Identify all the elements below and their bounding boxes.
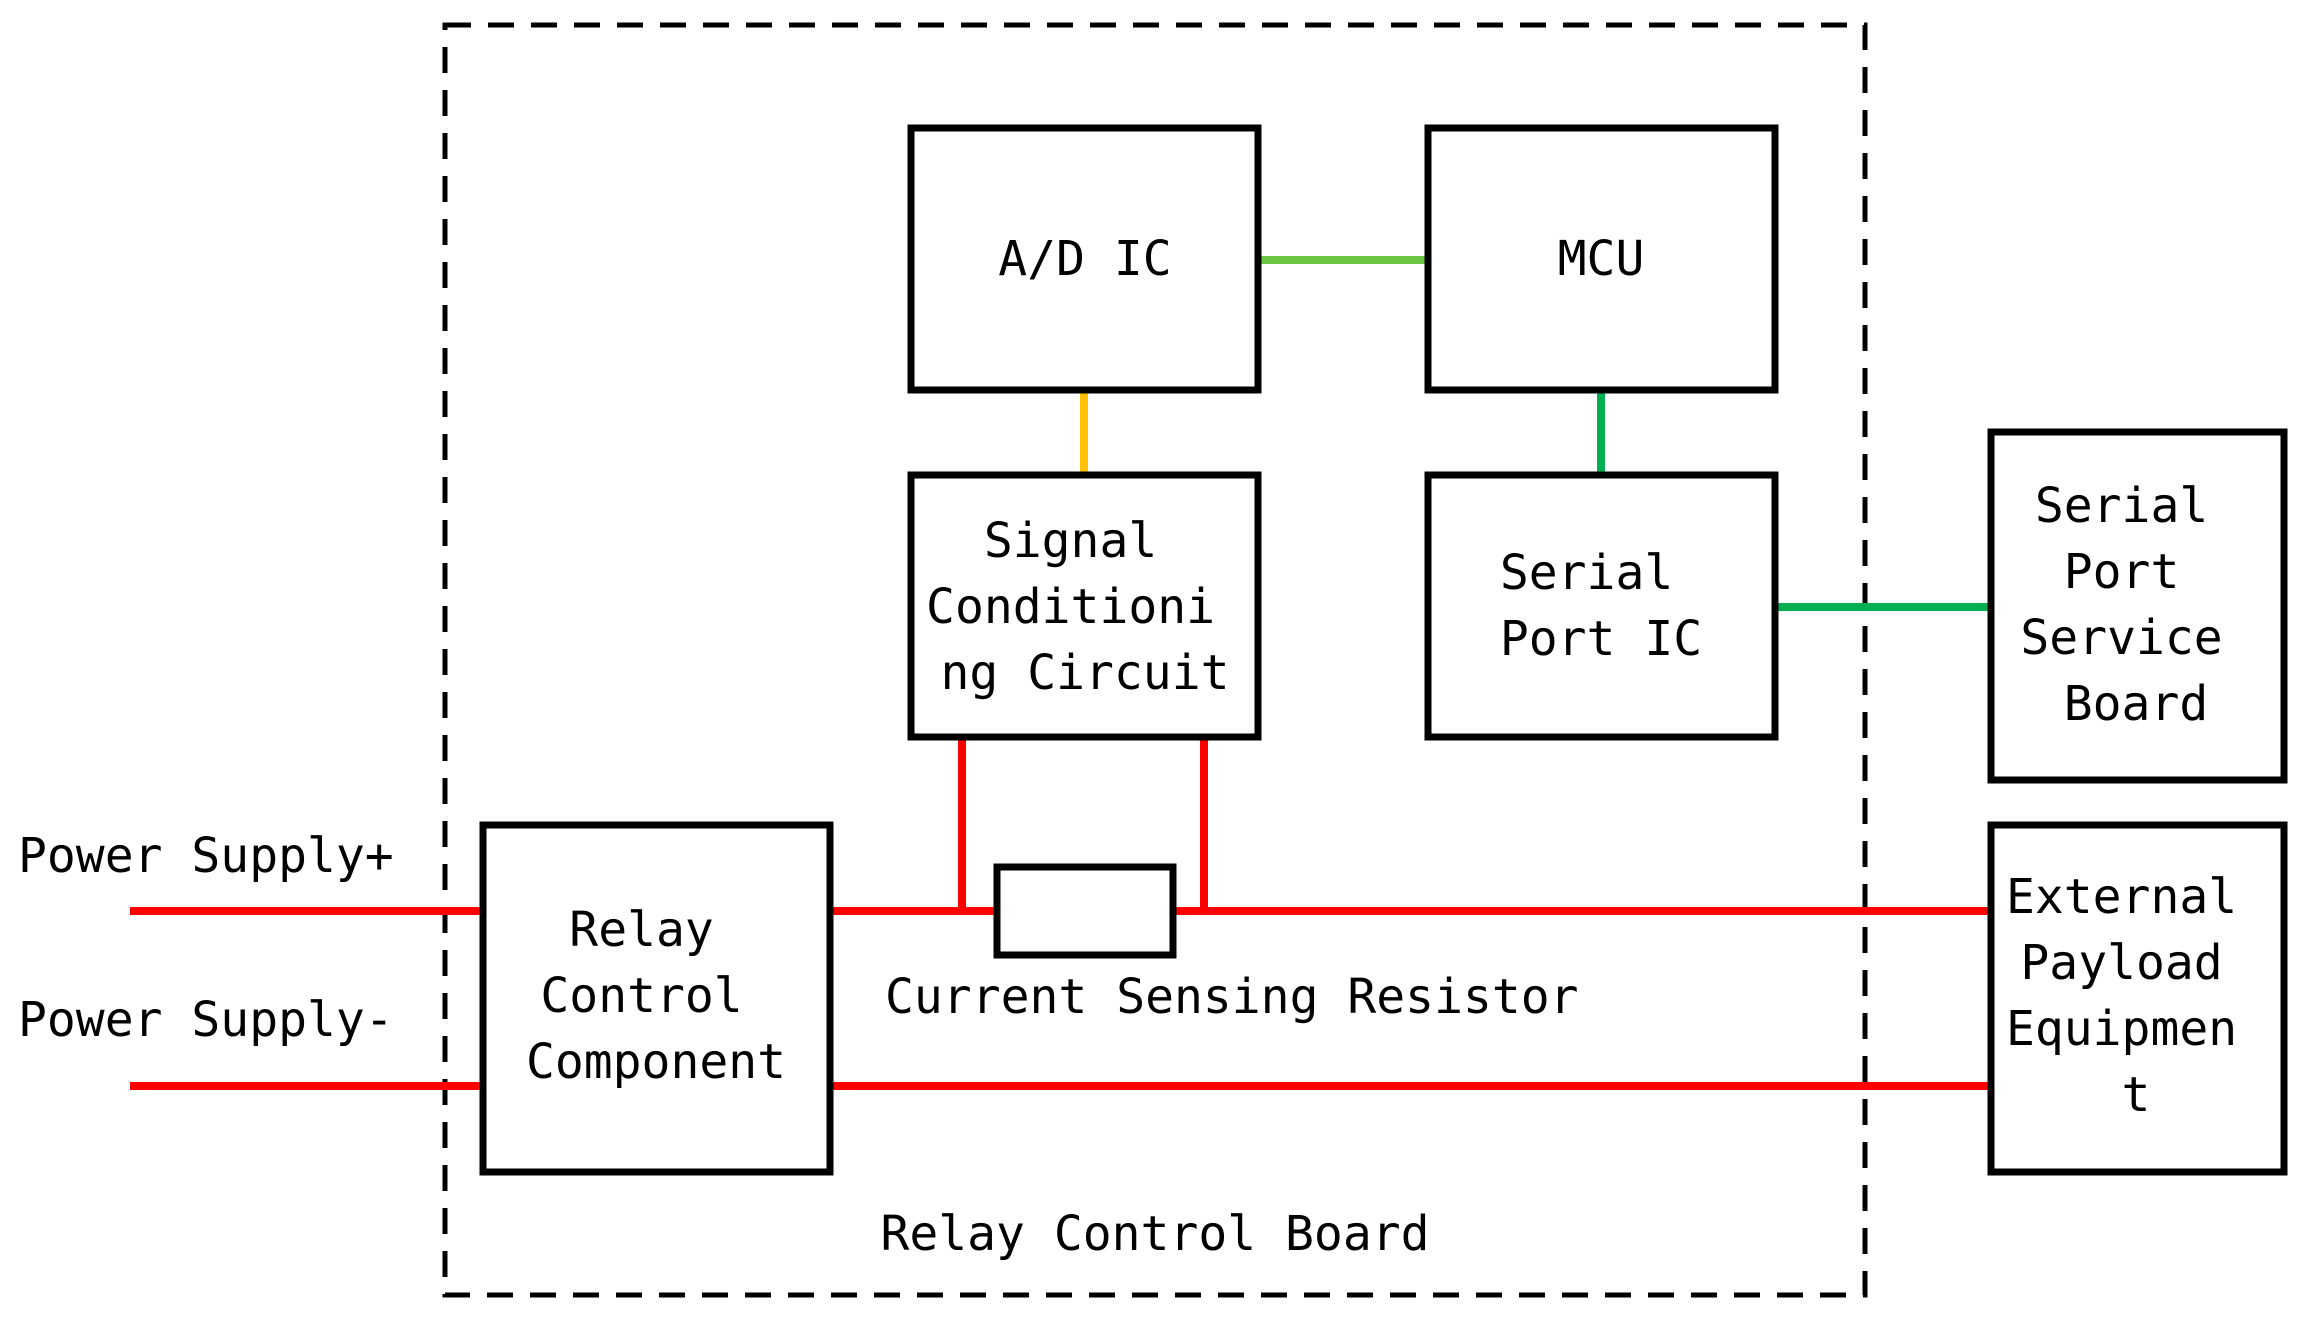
mcu-label: MCU — [1558, 231, 1645, 287]
serial-port-ic-label: Serial Port IC — [1500, 545, 1702, 667]
relay-control-label-line: Relay — [569, 902, 714, 958]
relay-control-board-label: Relay Control Board — [880, 1206, 1429, 1262]
power-supply-positive-label: Power Supply+ — [18, 828, 394, 884]
serial-port-service-board-label-line: Serial — [2035, 478, 2208, 534]
power-lines — [130, 740, 1988, 1090]
external-payload-label-line: t — [2122, 1067, 2151, 1123]
serial-port-ic-label-line: Serial — [1500, 545, 1673, 601]
relay-control-label-line: Component — [526, 1034, 786, 1090]
mcu-label-line: MCU — [1558, 231, 1645, 287]
ad-ic-label-line: A/D IC — [998, 231, 1171, 287]
serial-port-ic-box — [1424, 471, 1779, 741]
relay-control-box — [479, 821, 834, 1176]
external-payload-label-line: Payload — [2020, 935, 2222, 991]
external-payload-label-line: Equipmen — [2006, 1001, 2237, 1057]
signal-conditioning-box — [907, 471, 1262, 741]
ad-ic-box — [907, 124, 1262, 394]
signal-conditioning-label-line: Signal — [984, 513, 1157, 569]
serial-port-service-board-label-line: Board — [2064, 676, 2209, 732]
relay-control-label: Relay Control Component — [526, 902, 786, 1090]
serial-port-service-board-label-line: Port — [2064, 544, 2180, 600]
ad-ic-label: A/D IC — [998, 231, 1171, 287]
external-payload-label: External Payload Equipmen t — [2006, 869, 2266, 1123]
external-payload-label-line: External — [2006, 869, 2237, 925]
relay-control-label-line: Control — [540, 968, 742, 1024]
signal-conditioning-label-line: ng Circuit — [941, 645, 1230, 701]
current-sensing-resistor-label: Current Sensing Resistor — [885, 969, 1579, 1025]
external-payload-box — [1987, 821, 2288, 1176]
serial-port-service-board-label-line: Service — [2020, 610, 2222, 666]
mcu-box — [1424, 124, 1779, 394]
signal-conditioning-label: Signal Conditioni ng Circuit — [926, 513, 1244, 701]
serial-port-ic-label-line: Port IC — [1500, 611, 1702, 667]
relay-control-board-boundary — [442, 22, 1868, 1298]
signal-conditioning-label-line: Conditioni — [926, 579, 1215, 635]
power-supply-negative-label: Power Supply- — [18, 992, 394, 1048]
serial-port-service-board-label: Serial Port Service Board — [2020, 478, 2251, 732]
serial-port-service-board-box — [1987, 428, 2288, 784]
current-sensing-resistor — [993, 863, 1177, 959]
